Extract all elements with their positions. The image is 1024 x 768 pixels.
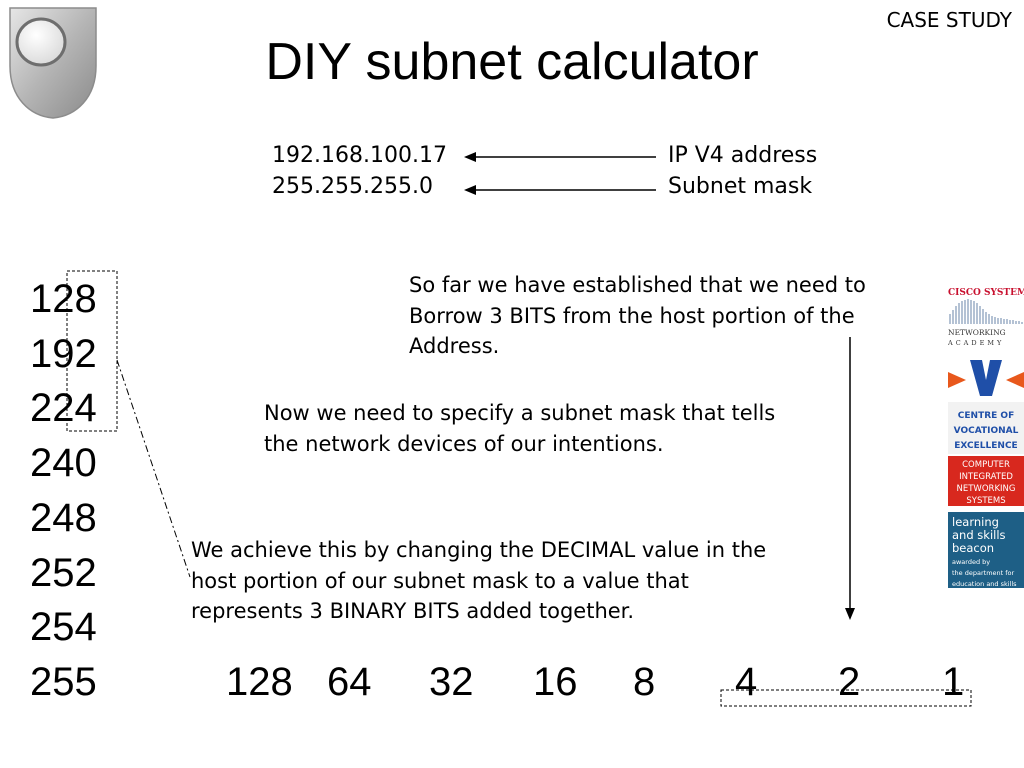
bit-value: 64 bbox=[327, 660, 372, 704]
page-title: DIY subnet calculator bbox=[265, 33, 759, 91]
subnet-mask-label: Subnet mask bbox=[668, 174, 813, 199]
paragraph-specify-mask: Now we need to specify a subnet mask tha… bbox=[264, 401, 776, 456]
lsb-logo-text: beacon bbox=[952, 541, 995, 555]
cove-logo-text: EXCELLENCE bbox=[954, 441, 1017, 451]
paragraph-decimal-value: We achieve this by changing the DECIMAL … bbox=[191, 538, 767, 623]
cisco-logo-text: NETWORKING bbox=[948, 328, 1006, 337]
callout-connector bbox=[116, 359, 191, 578]
bit-value: 4 bbox=[735, 660, 758, 704]
ip-address-value: 192.168.100.17 bbox=[272, 143, 447, 168]
cisco-networking-academy-logo: CISCO SYSTEMS NETWORKING ACADEMY bbox=[948, 288, 1024, 347]
mask-value: 252 bbox=[30, 550, 97, 595]
lsb-logo-text: learning bbox=[952, 515, 999, 529]
mask-value: 224 bbox=[30, 386, 97, 431]
cins-logo-text: NETWORKING bbox=[957, 484, 1016, 494]
mask-value: 255 bbox=[30, 659, 97, 704]
cins-logo-text: SYSTEMS bbox=[966, 496, 1005, 506]
cins-logo-text: INTEGRATED bbox=[959, 472, 1013, 482]
lsb-logo-small-text: education and skills bbox=[952, 580, 1017, 588]
lsb-logo-text: and skills bbox=[952, 528, 1006, 542]
cisco-logo-text: ACADEMY bbox=[948, 339, 1004, 347]
mask-value: 254 bbox=[30, 605, 97, 650]
lsb-logo-small-text: awarded by bbox=[952, 558, 991, 566]
paragraph-borrow-bits: So far we have established that we need … bbox=[409, 273, 866, 358]
cove-logo-text: VOCATIONAL bbox=[954, 426, 1019, 436]
mask-value: 240 bbox=[30, 441, 97, 486]
mask-value: 248 bbox=[30, 495, 97, 540]
subnet-mask-value: 255.255.255.0 bbox=[272, 174, 433, 199]
bit-value: 32 bbox=[429, 660, 474, 704]
mask-values-list: 128 192 224 240 248 252 254 255 bbox=[30, 272, 97, 710]
lsb-logo-small-text: the department for bbox=[952, 569, 1015, 577]
mask-arrow bbox=[464, 185, 656, 195]
centre-of-vocational-excellence-logo: CENTRE OF VOCATIONAL EXCELLENCE COMPUTER… bbox=[948, 360, 1024, 506]
case-study-label: CASE STUDY bbox=[886, 8, 1012, 32]
bit-value: 128 bbox=[226, 660, 293, 704]
bit-value: 2 bbox=[838, 660, 861, 704]
university-shield-logo bbox=[9, 7, 97, 119]
cove-logo-text: CENTRE OF bbox=[958, 411, 1014, 421]
ip-arrow bbox=[464, 152, 656, 162]
cins-logo-text: COMPUTER bbox=[962, 460, 1010, 470]
bit-value: 16 bbox=[533, 660, 578, 704]
ip-address-label: IP V4 address bbox=[668, 143, 818, 168]
cisco-logo-text: CISCO SYSTEMS bbox=[948, 288, 1024, 298]
bit-value: 8 bbox=[633, 660, 656, 704]
learning-skills-beacon-logo: learning and skills beacon awarded by th… bbox=[948, 512, 1024, 588]
bit-value: 1 bbox=[942, 660, 965, 704]
mask-value: 128 bbox=[30, 277, 97, 321]
mask-value: 192 bbox=[30, 331, 97, 376]
down-arrow bbox=[845, 337, 855, 620]
